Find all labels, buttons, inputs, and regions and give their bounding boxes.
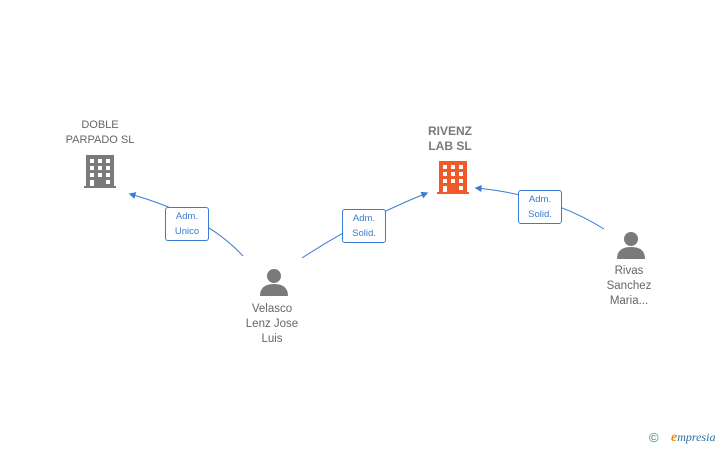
brand-name: mpresia [677,430,716,444]
empresia-logo: empresia [671,430,715,446]
person-icon[interactable] [617,232,645,259]
brand-initial: e [671,430,678,445]
copyright-symbol: © [649,430,659,445]
edge-label-adm-solid-velasco: Adm. Solid. [342,209,386,243]
building-icon[interactable] [84,155,116,188]
person-label-velasco[interactable]: Velasco Lenz Jose Luis [245,303,299,345]
company-label-rivenz-lab[interactable]: RIVENZ LAB SL [427,124,472,153]
person-label-rivas[interactable]: Rivas Sanchez Maria... [606,265,652,307]
company-label-doble-parpado[interactable]: DOBLE PARPADO SL [65,119,135,146]
building-icon[interactable] [437,161,469,194]
person-icon[interactable] [260,269,288,296]
edge-label-adm-solid-rivas: Adm. Solid. [518,190,562,224]
edge-label-adm-unico: Adm. Unico [165,207,209,241]
